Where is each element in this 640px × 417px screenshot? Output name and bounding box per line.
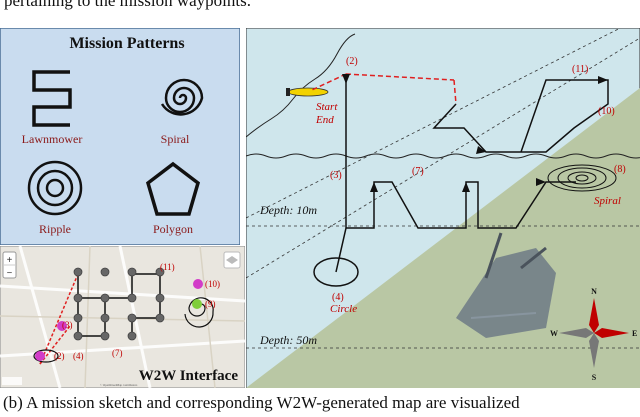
map-attribution: © OpenStreetMap contributors xyxy=(100,382,138,387)
end-label: End xyxy=(315,114,334,126)
map-label-2: (2) xyxy=(346,56,358,67)
w2w-label-9: (9) xyxy=(205,299,216,309)
ripple-label: Ripple xyxy=(39,222,71,236)
shipwreck-image xyxy=(456,232,556,338)
polygon-label: Polygon xyxy=(153,222,193,236)
w2w-interface-panel: + − (11) (10) (9) (7) (3) (2) (4) W2W In… xyxy=(0,246,245,388)
waypoint-marker-10[interactable] xyxy=(193,279,203,289)
vehicle-icon xyxy=(286,87,329,97)
w2w-label-11: (11) xyxy=(160,262,175,272)
circle-label: Circle xyxy=(330,303,357,315)
waypoint-marker-3[interactable] xyxy=(57,321,67,331)
zoom-in-button[interactable]: + xyxy=(7,255,13,266)
w2w-interface-title: W2W Interface xyxy=(139,368,239,384)
caption-bottom-line: (b) A mission sketch and corresponding W… xyxy=(3,393,520,412)
spiral-label: Spiral xyxy=(161,132,190,146)
zoom-controls xyxy=(2,251,17,279)
layers-icon[interactable] xyxy=(223,251,241,269)
zoom-out-button[interactable]: − xyxy=(7,268,13,279)
w2w-label-3: (3) xyxy=(62,320,73,330)
waypoint-marker-start[interactable] xyxy=(35,351,45,361)
spiral-map-label: Spiral xyxy=(594,195,621,207)
map-label-8: (8) xyxy=(614,164,626,175)
compass-e: E xyxy=(632,329,637,338)
map-label-3: (3) xyxy=(330,170,342,181)
lawnmower-icon xyxy=(32,70,72,127)
caption-top-line: pertaining to the mission waypoints. xyxy=(4,0,251,10)
spiral-icon xyxy=(160,78,204,116)
waypoint-marker-9[interactable] xyxy=(192,299,202,309)
w2w-label-2: (2) xyxy=(54,351,65,361)
ripple-icon xyxy=(27,160,83,216)
depth-50m-label: Depth: 50m xyxy=(259,333,317,347)
compass-icon xyxy=(559,298,629,368)
w2w-label-7: (7) xyxy=(112,348,123,358)
map-label-4: (4) xyxy=(332,292,344,303)
compass-n: N xyxy=(591,287,597,296)
spiral-pattern xyxy=(547,164,617,192)
mission-patterns-panel: Mission Patterns Lawnmower Spiral Ripple… xyxy=(0,28,240,245)
compass-w: W xyxy=(550,329,558,338)
generated-map-panel: Depth: 10m Depth: 50m Start End xyxy=(246,28,640,388)
map-label-10: (10) xyxy=(598,106,615,117)
w2w-label-4: (4) xyxy=(73,351,84,361)
mission-patterns-title: Mission Patterns xyxy=(69,35,184,52)
map-label-7: (7) xyxy=(412,166,424,177)
map-label-11: (11) xyxy=(572,64,588,75)
lawnmower-label: Lawnmower xyxy=(22,132,83,146)
depth-10m-label: Depth: 10m xyxy=(259,203,317,217)
polygon-icon xyxy=(145,161,201,216)
circle-pattern xyxy=(313,257,359,287)
compass-s: S xyxy=(592,373,597,382)
start-label: Start xyxy=(316,101,338,113)
w2w-label-10: (10) xyxy=(205,279,220,289)
